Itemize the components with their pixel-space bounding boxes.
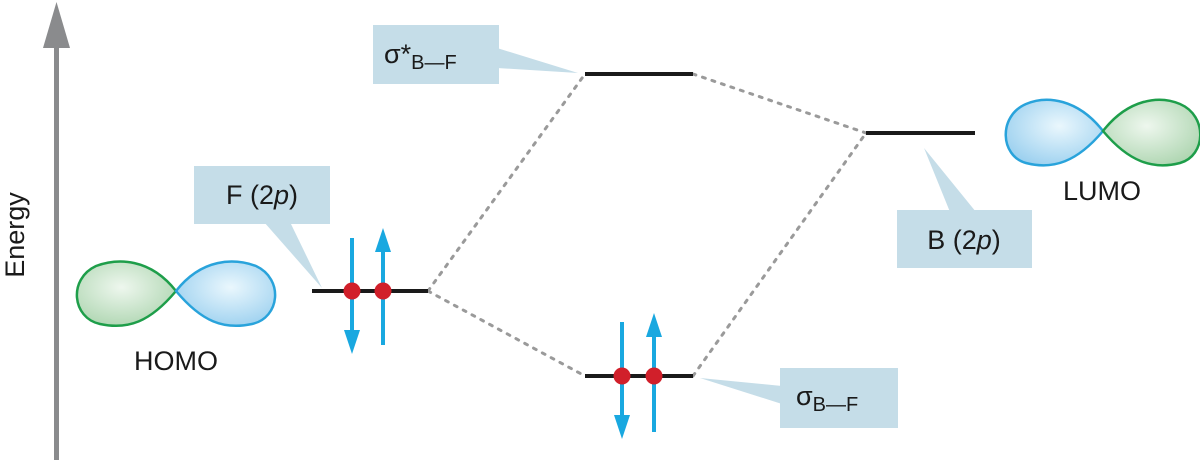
f2p-spin-up-electron — [374, 228, 392, 345]
correlation-lines — [426, 72, 868, 378]
homo-green-lobe — [75, 260, 178, 328]
callout-sigma-star: σ*B—F — [373, 25, 578, 84]
sigma-spin-up-electron — [645, 313, 663, 432]
connector-f2p-to-sigma-star — [426, 72, 587, 293]
energy-levels — [312, 72, 975, 378]
homo-orbital: HOMO — [75, 260, 277, 376]
spin-down-arrow-icon — [614, 415, 630, 439]
lumo-blue-lobe — [1004, 98, 1105, 167]
energy-axis-label: Energy — [0, 192, 30, 278]
lumo-label: LUMO — [1063, 176, 1141, 206]
callout-sigma-star-label: σ*B—F — [384, 39, 457, 74]
electron-dot — [613, 367, 631, 385]
callout-pointer — [924, 148, 976, 212]
callout-pointer — [700, 378, 782, 404]
electron-dot — [645, 367, 663, 385]
callout-sigma: σB—F — [700, 368, 898, 428]
homo-label: HOMO — [134, 346, 218, 376]
callout-f2p-label: F (2p) — [226, 180, 298, 210]
spin-down-arrow-icon — [344, 330, 360, 354]
energy-axis-shaft — [54, 45, 59, 460]
spin-up-arrow-icon — [646, 313, 662, 337]
homo-blue-lobe — [174, 260, 277, 328]
energy-axis: Energy — [0, 2, 70, 460]
callout-box — [780, 368, 898, 428]
callout-box — [897, 210, 1032, 268]
electron-dot — [374, 282, 392, 300]
callout-pointer — [497, 48, 578, 73]
connector-f2p-to-sigma — [426, 289, 587, 378]
callout-pointer — [264, 222, 322, 288]
electron-dot — [343, 282, 361, 300]
callout-f2p: F (2p) — [194, 166, 330, 288]
callout-b2p-label: B (2p) — [927, 225, 1001, 255]
f2p-spin-down-electron — [343, 238, 361, 354]
lumo-green-lobe — [1101, 98, 1200, 167]
callout-box — [373, 25, 499, 84]
f2p-electron-pair — [343, 228, 392, 354]
connector-sigma-to-b2p — [691, 131, 868, 378]
callout-sigma-label: σB—F — [796, 381, 858, 416]
lumo-orbital: LUMO — [1004, 98, 1200, 206]
connector-sigma-star-to-b2p — [691, 72, 868, 135]
spin-up-arrow-icon — [375, 228, 391, 252]
callout-box — [194, 166, 330, 224]
sigma-spin-down-electron — [613, 322, 631, 439]
energy-axis-arrowhead-icon — [43, 2, 70, 48]
callout-b2p: B (2p) — [897, 148, 1032, 268]
sigma-electron-pair — [613, 313, 663, 439]
